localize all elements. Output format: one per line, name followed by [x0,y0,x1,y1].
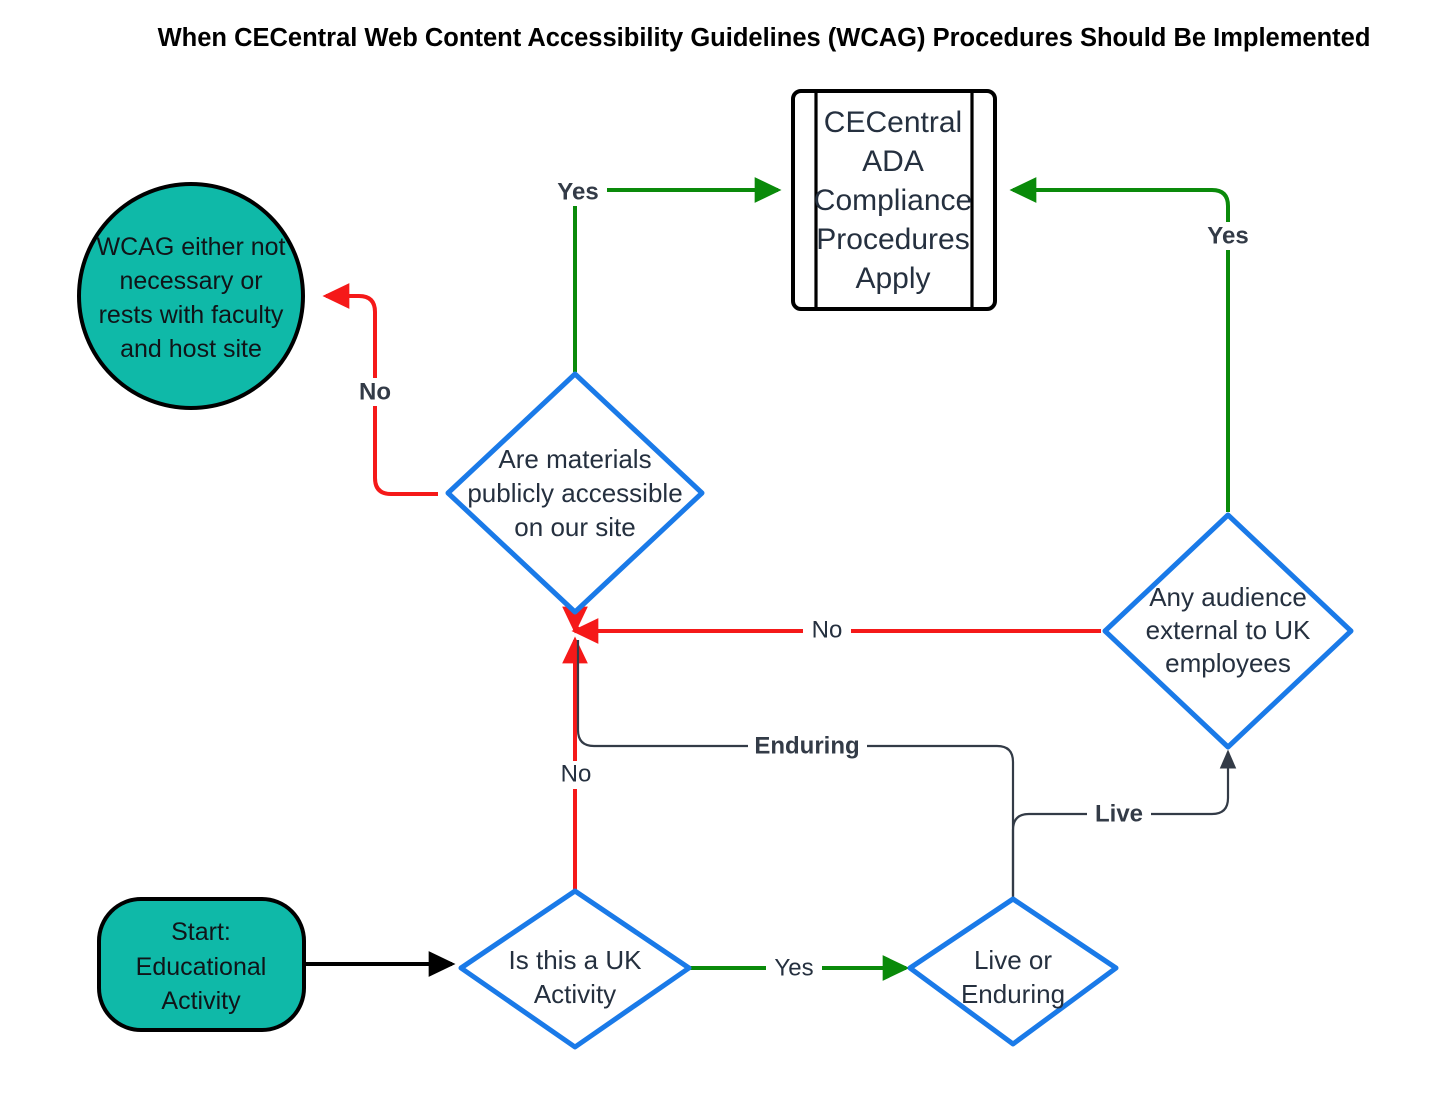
live-or-enduring-diamond [907,896,1119,1047]
start-shape [97,897,306,1032]
edge-label-no-uk-activity: No [561,760,592,787]
edge-label-yes-any-audience: Yes [1207,222,1248,249]
procedures-line-1: CECentral [824,106,962,139]
publicly-accessible-diamond [445,371,705,615]
wcag-outcome-line-2: necessary or [119,267,262,295]
label-bg-yes-left [549,178,607,206]
start-line-1: Start: [171,918,231,946]
any-audience-diamond [1102,512,1354,750]
label-bg-no-outcome [351,378,399,406]
publicly-accessible-line-2: publicly accessible [467,478,682,508]
edge-label-yes-uk-activity: Yes [774,954,813,981]
label-bg-live [1087,800,1151,828]
node-start-educational-activity[interactable]: Start: Educational Activity [97,897,306,1032]
edge-publicly-accessible-yes-to-procedures [573,177,782,372]
procedures-line-2: ADA [862,145,924,178]
start-line-3: Activity [161,987,241,1015]
publicly-accessible-line-1: Are materials [498,444,651,474]
edge-label-no-publicly-accessible: No [359,378,391,405]
label-bg-enduring [748,732,867,760]
live-or-enduring-line-1: Live or [974,945,1052,975]
any-audience-line-2: external to UK [1146,615,1311,645]
node-wcag-not-necessary[interactable]: WCAG either not necessary or rests with … [77,182,305,410]
uk-activity-diamond [458,888,692,1050]
node-are-materials-publicly-accessible[interactable]: Are materials publicly accessible on our… [445,371,705,615]
edge-label-yes-publicly-accessible: Yes [557,178,598,205]
wcag-outcome-circle [77,182,305,410]
edge-label-enduring: Enduring [754,732,859,759]
label-bg-no-uk [552,761,600,789]
any-audience-line-1: Any audience [1149,582,1307,612]
node-cecentral-ada-procedures[interactable]: CECentral ADA Compliance Procedures Appl… [791,89,997,311]
procedures-line-5: Apply [855,262,930,295]
edge-label-live: Live [1095,800,1143,827]
edge-enduring-to-publicly-accessible [576,640,1015,898]
procedures-box [791,89,997,311]
label-bg-yes-right [1199,222,1257,250]
start-line-2: Educational [136,953,267,981]
node-is-this-a-uk-activity[interactable]: Is this a UK Activity [458,888,692,1050]
edge-any-audience-yes-to-procedures [1009,177,1230,512]
wcag-outcome-line-4: and host site [120,335,262,363]
uk-activity-line-2: Activity [534,979,616,1009]
publicly-accessible-line-3: on our site [514,512,635,542]
edge-label-no-any-audience: No [812,616,843,643]
procedures-line-4: Procedures [816,223,969,256]
procedures-line-3: Compliance [814,184,972,217]
any-audience-line-3: employees [1165,648,1291,678]
uk-activity-line-1: Is this a UK [509,945,643,975]
wcag-outcome-line-1: WCAG either not [97,233,286,261]
node-any-audience-external[interactable]: Any audience external to UK employees [1102,512,1354,750]
label-bg-yes-uk [766,955,822,983]
live-or-enduring-line-2: Enduring [961,979,1065,1009]
page-title: When CECentral Web Content Accessibility… [158,24,1371,52]
node-live-or-enduring[interactable]: Live or Enduring [907,896,1119,1047]
wcag-outcome-line-3: rests with faculty [99,301,284,329]
label-bg-no-any-audience [803,617,851,645]
